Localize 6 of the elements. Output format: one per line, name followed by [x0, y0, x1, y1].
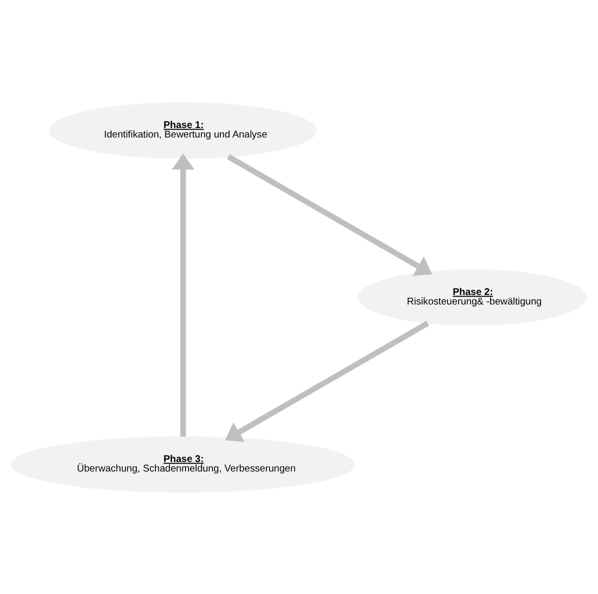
- arrow: [172, 152, 194, 436]
- arrow: [226, 154, 432, 276]
- arrow: [225, 320, 430, 442]
- node-ellipse: Phase 1: Identifikation, Bewertung und Analyse: [49, 102, 317, 158]
- node-ellipse: Phase 2: Risikosteuerung& -bewältigung: [358, 268, 587, 326]
- node-ellipse: Phase 3: Überwachung, Schadenmeldung, Verbesserungen: [11, 436, 356, 492]
